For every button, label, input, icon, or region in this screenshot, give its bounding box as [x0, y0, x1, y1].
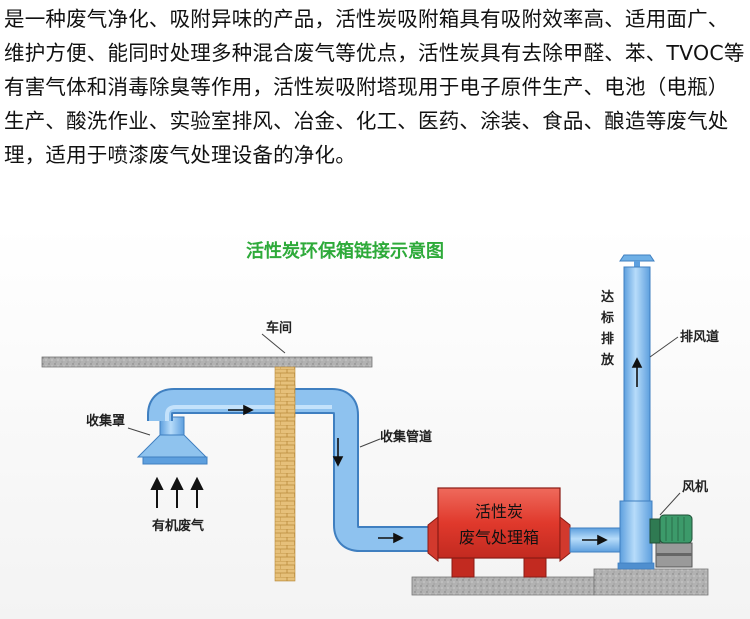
- workshop-roof: [41, 356, 373, 368]
- hood-label: 收集罩: [86, 413, 125, 429]
- organic-gas-arrows: [150, 476, 204, 508]
- ground-slab-left: [411, 576, 595, 596]
- discharge-char-4: 放: [600, 352, 615, 368]
- activated-carbon-connection-diagram: 活性炭环保箱链接示意图 车间 收集罩 有机废气 收集管道: [0, 225, 750, 619]
- stack-flow-arrow: [631, 357, 643, 387]
- outlet-flow-arrow: [582, 534, 608, 546]
- activated-carbon-box: [427, 487, 571, 578]
- fan-label: 风机: [682, 479, 708, 495]
- collection-hood: [136, 416, 208, 465]
- ground-slab-right: [593, 568, 709, 596]
- discharge-char-1: 达: [601, 289, 614, 305]
- duct-label: 收集管道: [380, 429, 432, 445]
- intro-paragraph: 是一种废气净化、吸附异味的产品，活性炭吸附箱具有吸附效率高、适用面广、维护方便、…: [4, 7, 745, 167]
- duct-flow-arrows: [228, 404, 404, 544]
- diagram-title: 活性炭环保箱链接示意图: [246, 240, 444, 262]
- discharge-char-3: 排: [601, 331, 614, 347]
- box-label-line1: 活性炭: [475, 502, 523, 521]
- workshop-label: 车间: [266, 320, 292, 336]
- organic-gas-label: 有机废气: [152, 518, 204, 534]
- discharge-char-2: 标: [600, 310, 614, 326]
- collection-duct: [147, 384, 432, 552]
- brick-wall: [274, 366, 296, 582]
- fan-motor: [649, 514, 693, 568]
- exhaust-label: 排风道: [680, 329, 719, 345]
- box-label-line2: 废气处理箱: [459, 528, 539, 547]
- exhaust-stack: [617, 254, 655, 570]
